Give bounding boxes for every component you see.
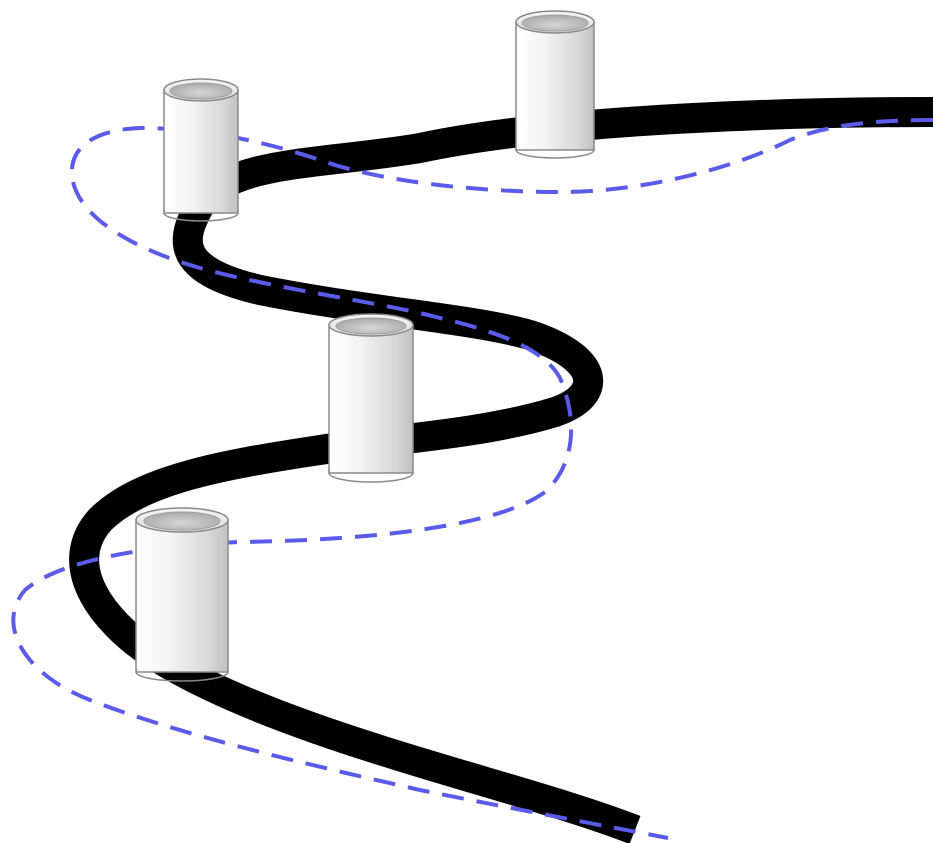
- black-curved-track: [69, 97, 933, 843]
- cylinder-middle: [328, 313, 414, 483]
- blue-dashed-path: [11, 118, 933, 840]
- cylinder-top-left: [163, 78, 239, 222]
- cylinder-top-right: [515, 10, 595, 159]
- cylinder-bottom: [135, 507, 229, 682]
